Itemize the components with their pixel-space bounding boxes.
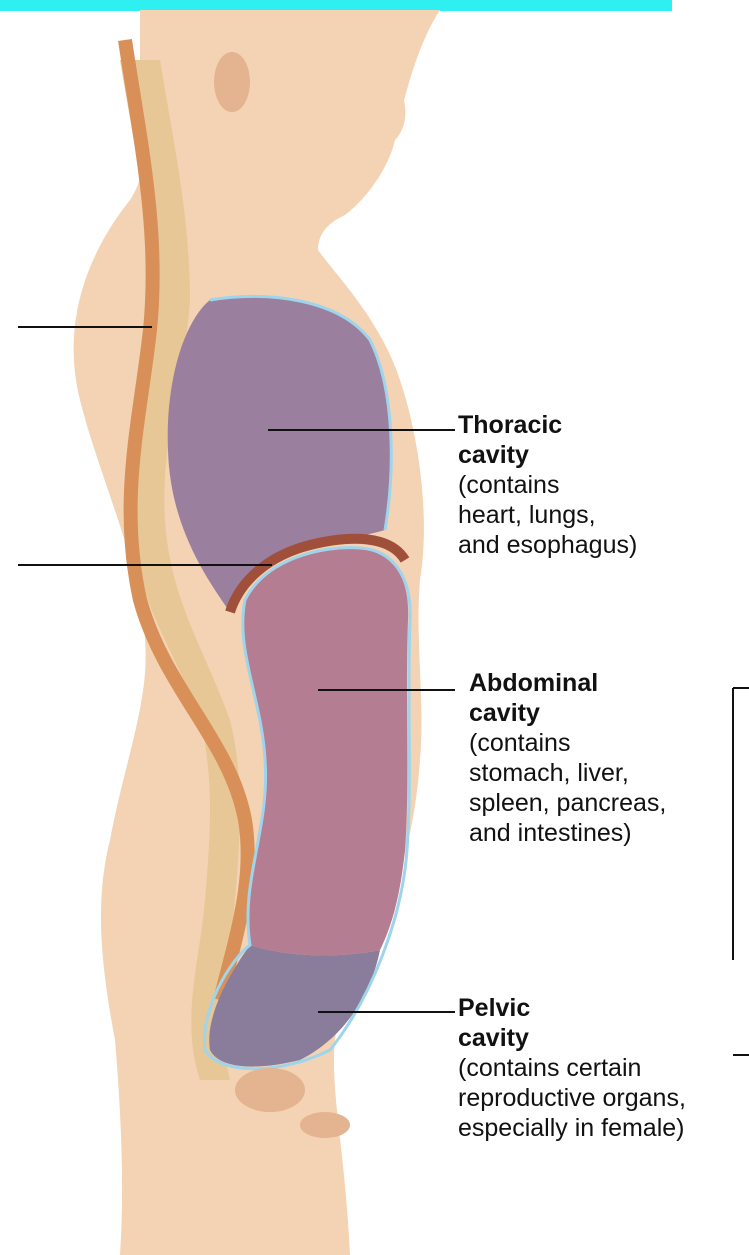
ear xyxy=(214,52,250,112)
pelvic-label: Pelvic cavity (contains certain reproduc… xyxy=(458,993,686,1143)
thoracic-label: Thoracic cavity (contains heart, lungs, … xyxy=(458,410,637,560)
thoracic-title: Thoracic cavity xyxy=(458,410,637,470)
thoracic-description: (contains heart, lungs, and esophagus) xyxy=(458,470,637,560)
abdominal-title: Abdominal cavity xyxy=(469,668,666,728)
abdominal-description: (contains stomach, liver, spleen, pancre… xyxy=(469,728,666,848)
abdominal-label: Abdominal cavity (contains stomach, live… xyxy=(469,668,666,848)
pubic-organ xyxy=(300,1112,350,1138)
bladder xyxy=(235,1068,305,1112)
pelvic-description: (contains certain reproductive organs, e… xyxy=(458,1053,686,1143)
abdominal-cavity xyxy=(243,548,408,956)
pelvic-title: Pelvic cavity xyxy=(458,993,686,1053)
